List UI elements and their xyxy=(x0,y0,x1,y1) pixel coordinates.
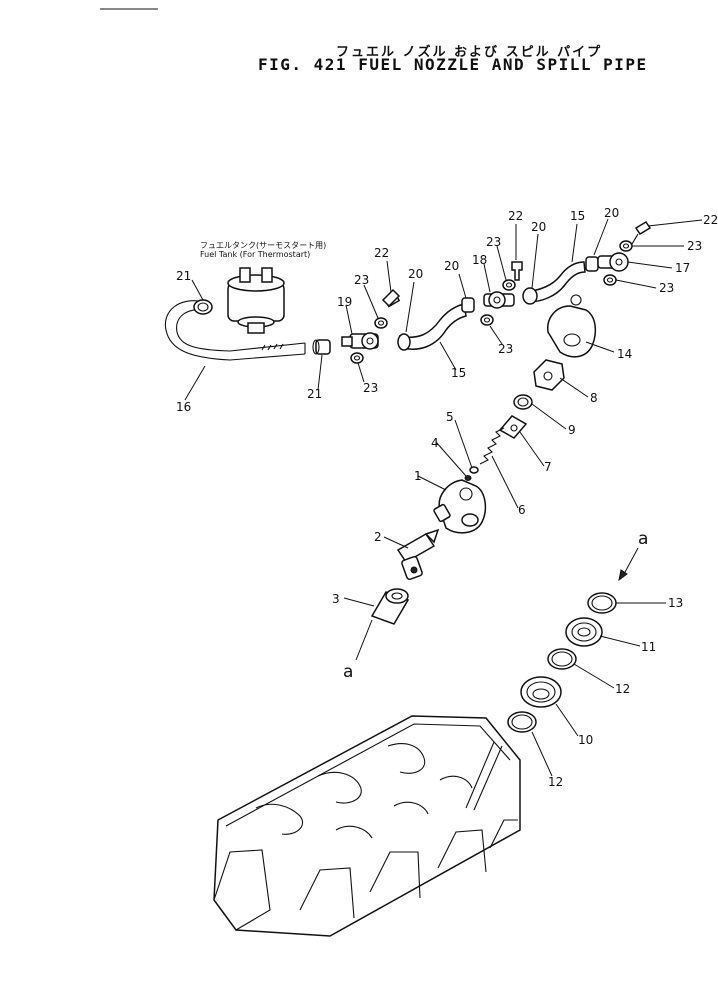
o-ring-12-upper xyxy=(547,648,577,670)
washer-23-e xyxy=(619,240,633,252)
figure-title-japanese: フュエル ノズル および スピル パイプ xyxy=(336,45,603,60)
hose-clip-20-c xyxy=(522,287,538,305)
spring-6 xyxy=(479,427,505,465)
callout-13: 13 xyxy=(668,596,683,610)
callout-6: 6 xyxy=(518,503,526,517)
callout-10: 10 xyxy=(578,733,593,747)
callout-22-mid: 22 xyxy=(508,209,523,223)
gasket-9 xyxy=(513,394,533,410)
callout-1: 1 xyxy=(414,469,422,483)
banjo-bolt-22-mid xyxy=(511,261,523,281)
callout-23-b: 23 xyxy=(363,381,378,395)
fuel-tank xyxy=(227,267,285,334)
callout-23-d: 23 xyxy=(498,342,513,356)
callout-23-e: 23 xyxy=(687,239,702,253)
banjo-bolt-22-right xyxy=(631,220,652,245)
view-arrow-a xyxy=(618,547,639,582)
retaining-nut-8 xyxy=(533,359,565,391)
callout-7: 7 xyxy=(544,460,552,474)
banjo-joint-17 xyxy=(597,252,629,272)
hose-clip-20-a xyxy=(397,333,411,351)
callout-2: 2 xyxy=(374,530,382,544)
pin-4 xyxy=(464,475,472,481)
o-ring-12-lower xyxy=(507,711,537,733)
nozzle-seat-10 xyxy=(520,676,562,708)
fuel-hose-16 xyxy=(164,300,306,361)
washer-23-d xyxy=(480,314,494,326)
callout-12-upper: 12 xyxy=(615,682,630,696)
banjo-joint-18 xyxy=(483,291,515,309)
nozzle-holder-plate-14 xyxy=(547,294,597,358)
callout-11: 11 xyxy=(641,640,656,654)
callout-3: 3 xyxy=(332,592,340,606)
spill-hose-15-middle xyxy=(399,303,467,350)
spacer-7 xyxy=(498,415,528,439)
nozzle-2 xyxy=(396,528,440,581)
view-label-a-left: a xyxy=(343,662,353,682)
washer-23-b xyxy=(350,352,364,364)
cylinder-head xyxy=(213,715,521,937)
seal-ring-13 xyxy=(587,592,617,614)
callout-20-d: 20 xyxy=(604,206,619,220)
banjo-bolt-22-left xyxy=(381,288,401,308)
fuel-tank-label-japanese: フュエルタンク(サーモスタート用) xyxy=(200,241,327,250)
callout-20-a: 20 xyxy=(408,267,423,281)
washer-23-f xyxy=(603,274,617,286)
nozzle-sleeve-3 xyxy=(370,588,410,625)
hose-clamp-21-upper xyxy=(193,299,213,315)
figure-title: FIG. 421 FUEL NOZZLE AND SPILL PIPE xyxy=(258,55,648,74)
fuel-tank-label: Fuel Tank (For Thermostart) xyxy=(200,250,311,259)
view-label-a-right: a xyxy=(638,529,648,549)
callout-21-lower: 21 xyxy=(307,387,322,401)
collar-11 xyxy=(565,617,603,647)
callout-4: 4 xyxy=(431,436,439,450)
callout-22-right: 22 xyxy=(703,213,718,227)
callout-23-c: 23 xyxy=(486,235,501,249)
leader-lines xyxy=(184,218,703,777)
callout-20-c: 20 xyxy=(531,220,546,234)
spring-seat-5 xyxy=(469,466,479,474)
callout-14: 14 xyxy=(617,347,632,361)
callout-12-lower: 12 xyxy=(548,775,563,789)
callout-labels: 1 2 3 4 5 6 7 8 9 10 11 12 12 13 14 15 1… xyxy=(176,206,718,789)
callout-18: 18 xyxy=(472,253,487,267)
callout-8: 8 xyxy=(590,391,598,405)
callout-19: 19 xyxy=(337,295,352,309)
hose-clip-20-d xyxy=(585,256,599,272)
washer-23-c xyxy=(502,279,516,291)
callout-23-f: 23 xyxy=(659,281,674,295)
spill-hose-15-right xyxy=(525,261,586,303)
callout-9: 9 xyxy=(568,423,576,437)
washer-23-a xyxy=(374,317,388,329)
callout-17: 17 xyxy=(675,261,690,275)
callout-16: 16 xyxy=(176,400,191,414)
callout-5: 5 xyxy=(446,410,454,424)
banjo-joint-19 xyxy=(341,332,379,350)
callout-15-middle: 15 xyxy=(451,366,466,380)
hose-clip-20-b xyxy=(461,297,475,313)
callout-23-a: 23 xyxy=(354,273,369,287)
callout-20-b: 20 xyxy=(444,259,459,273)
callout-15-right: 15 xyxy=(570,209,585,223)
hose-clamp-21-lower xyxy=(312,339,331,355)
callout-22-left: 22 xyxy=(374,246,389,260)
nozzle-holder-body-1 xyxy=(433,479,487,534)
callout-21-upper: 21 xyxy=(176,269,191,283)
